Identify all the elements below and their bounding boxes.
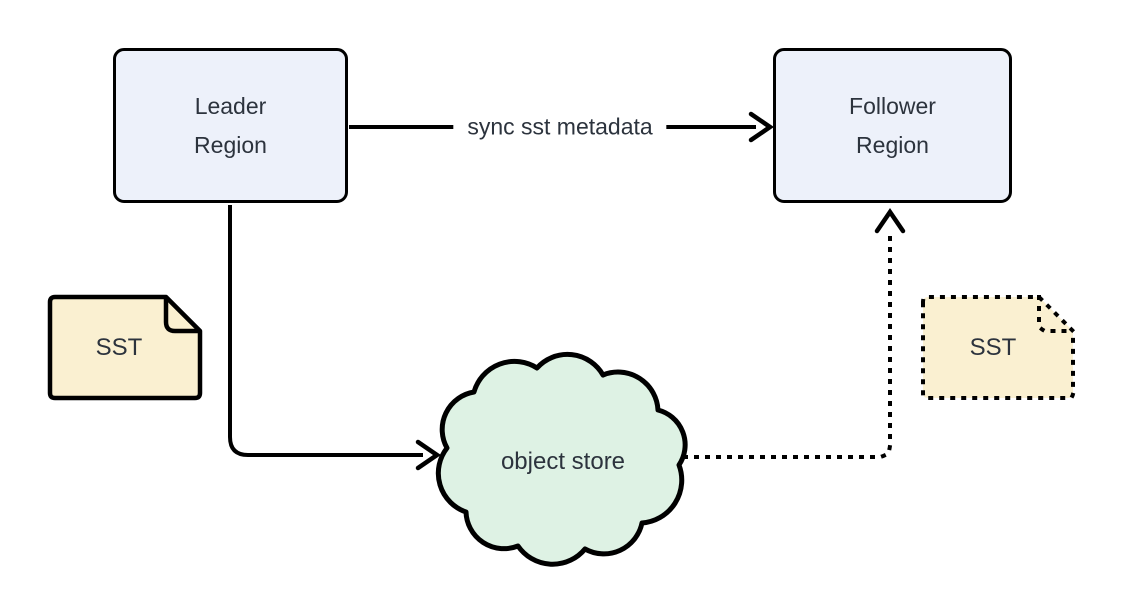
node-sst-right-note-fill	[923, 297, 1073, 398]
edge-sync-metadata-arrowhead	[748, 111, 774, 143]
node-sst-left-label: SST	[95, 334, 143, 361]
edge-object-store-to-follower-line	[683, 230, 892, 459]
edge-leader-to-object-store-arrowhead	[415, 439, 441, 471]
edge-sync-metadata-label: sync sst metadata	[453, 109, 667, 145]
node-sst-right-note	[921, 295, 1075, 400]
node-leader-region: Leader Region	[113, 48, 348, 203]
node-object-store-label: object store	[500, 448, 626, 475]
node-sst-left-note	[47, 294, 203, 401]
edge-leader-to-object-store-line	[228, 205, 423, 457]
edge-object-store-to-follower-arrowhead	[874, 208, 906, 234]
node-sst-right-label: SST	[969, 334, 1017, 361]
node-leader-region-label: Leader Region	[194, 92, 267, 158]
node-sst-left-note-fold	[163, 297, 200, 334]
node-sst-right-note-fold	[1037, 295, 1075, 333]
node-follower-region: Follower Region	[773, 48, 1012, 203]
node-object-store-cloud	[435, 351, 688, 567]
node-follower-region-label: Follower Region	[849, 92, 936, 158]
